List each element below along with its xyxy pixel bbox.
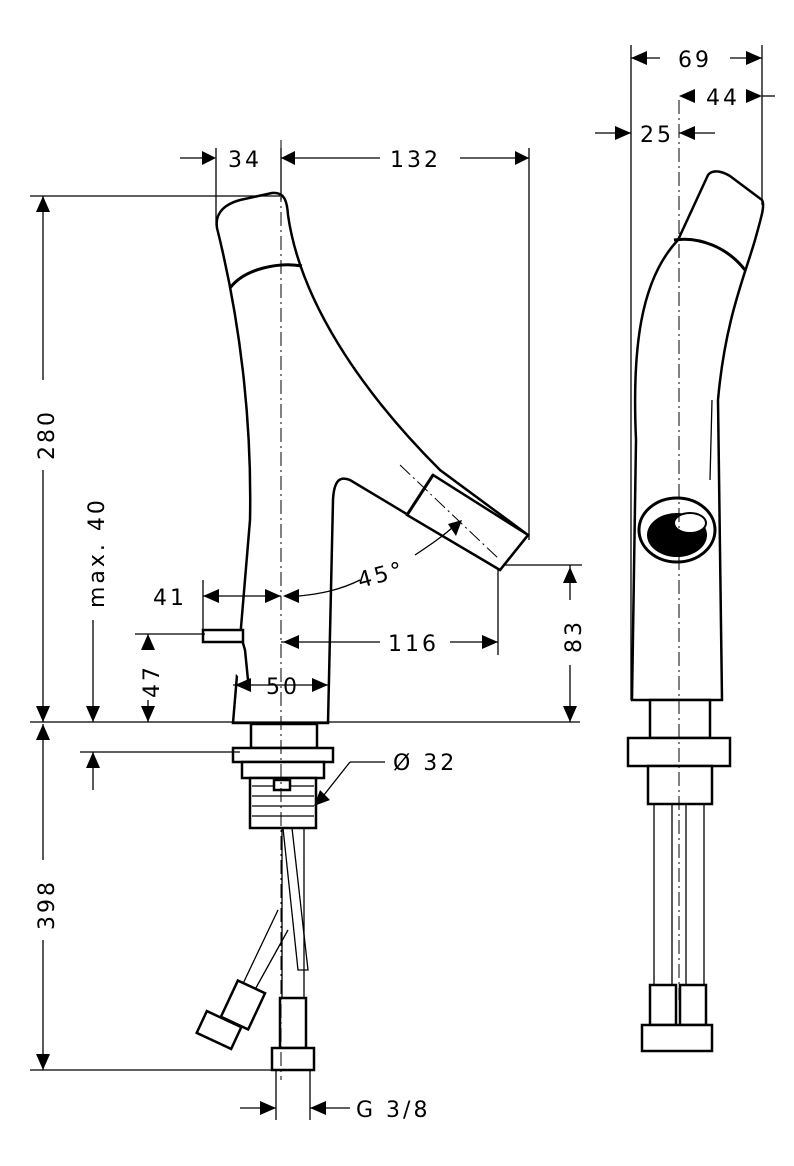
- faucet-side-view: [195, 140, 530, 1080]
- dim-spout-angle: 45°: [355, 557, 408, 594]
- dim-reach: 132: [390, 148, 441, 173]
- dim-hose-length: 398: [35, 879, 60, 930]
- dim-height-total: 280: [35, 409, 60, 460]
- dim-width-top: 34: [228, 148, 262, 173]
- dim-spout-projection: 116: [388, 632, 439, 657]
- dim-front-offset: 25: [640, 123, 674, 148]
- dimension-lines: [30, 45, 775, 1120]
- dim-spout-height: 83: [562, 619, 587, 653]
- faucet-front-view: [626, 100, 765, 1053]
- dim-lever-offset: 41: [153, 586, 187, 611]
- dim-hole-diameter: Ø 32: [393, 751, 457, 776]
- dim-lever-height: 47: [140, 664, 165, 698]
- dim-max-thickness: max. 40: [85, 497, 110, 608]
- dim-connection-thread: G 3/8: [356, 1098, 430, 1123]
- dim-total-depth: 69: [678, 48, 712, 73]
- dim-rear-depth: 44: [706, 86, 740, 111]
- dim-base-diameter: 50: [266, 675, 300, 700]
